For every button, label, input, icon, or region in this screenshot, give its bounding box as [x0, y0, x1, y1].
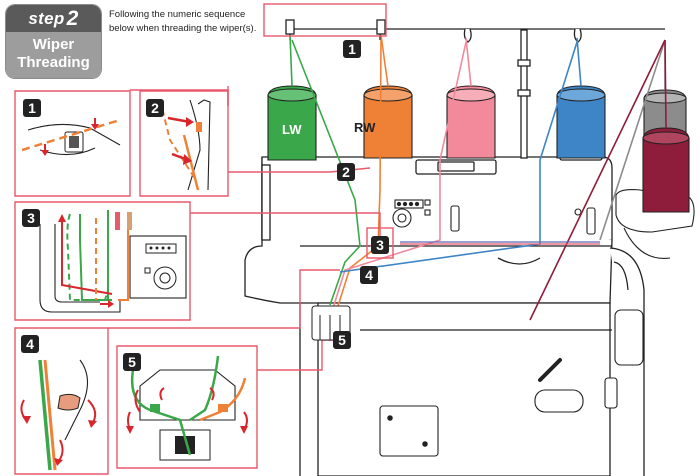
- instruction-line-1: Following the numeric sequence: [109, 9, 246, 20]
- pink-cone: [446, 85, 496, 159]
- step-badge-4-machine: 4: [360, 266, 378, 284]
- step-badge-2-inset: 2: [146, 99, 164, 117]
- inset-1-diagram: [21, 118, 121, 156]
- step-badge-3-machine: 3: [371, 236, 389, 254]
- inset-2-diagram: [159, 99, 211, 191]
- step-word: step: [28, 8, 65, 28]
- instruction-line-2: below when threading the wiper(s).: [109, 23, 257, 34]
- inset-3-diagram: [39, 210, 187, 313]
- orange-cone-rw: [363, 85, 413, 159]
- step-badge-2-machine: 2: [337, 163, 355, 181]
- spool-label-lw: LW: [282, 122, 302, 137]
- callout-frames: [14, 3, 394, 475]
- step-badge-4-inset: 4: [21, 335, 39, 353]
- step-subtitle: Wiper Threading: [6, 32, 101, 78]
- step-badge-1-machine: 1: [343, 40, 361, 58]
- subtitle-line-1: Wiper: [32, 36, 75, 53]
- inset-4-diagram: [20, 359, 97, 471]
- step-number: 2: [66, 6, 79, 30]
- subtitle-line-2: Threading: [17, 54, 90, 71]
- maroon-cone: [642, 127, 690, 213]
- machine-controls: [379, 199, 644, 457]
- step-badge-5-inset: 5: [123, 353, 141, 371]
- inset-5-diagram: [126, 355, 248, 461]
- instruction-text: Following the numeric sequence below whe…: [109, 8, 284, 36]
- serger-machine-body: [244, 149, 645, 476]
- green-cone-lw: [267, 85, 317, 161]
- blue-cone: [556, 85, 606, 159]
- step-badge-1-inset: 1: [23, 99, 41, 117]
- spool-label-rw: RW: [354, 120, 376, 135]
- step-badge-3-inset: 3: [22, 209, 40, 227]
- step-badge-5-machine: 5: [333, 331, 351, 349]
